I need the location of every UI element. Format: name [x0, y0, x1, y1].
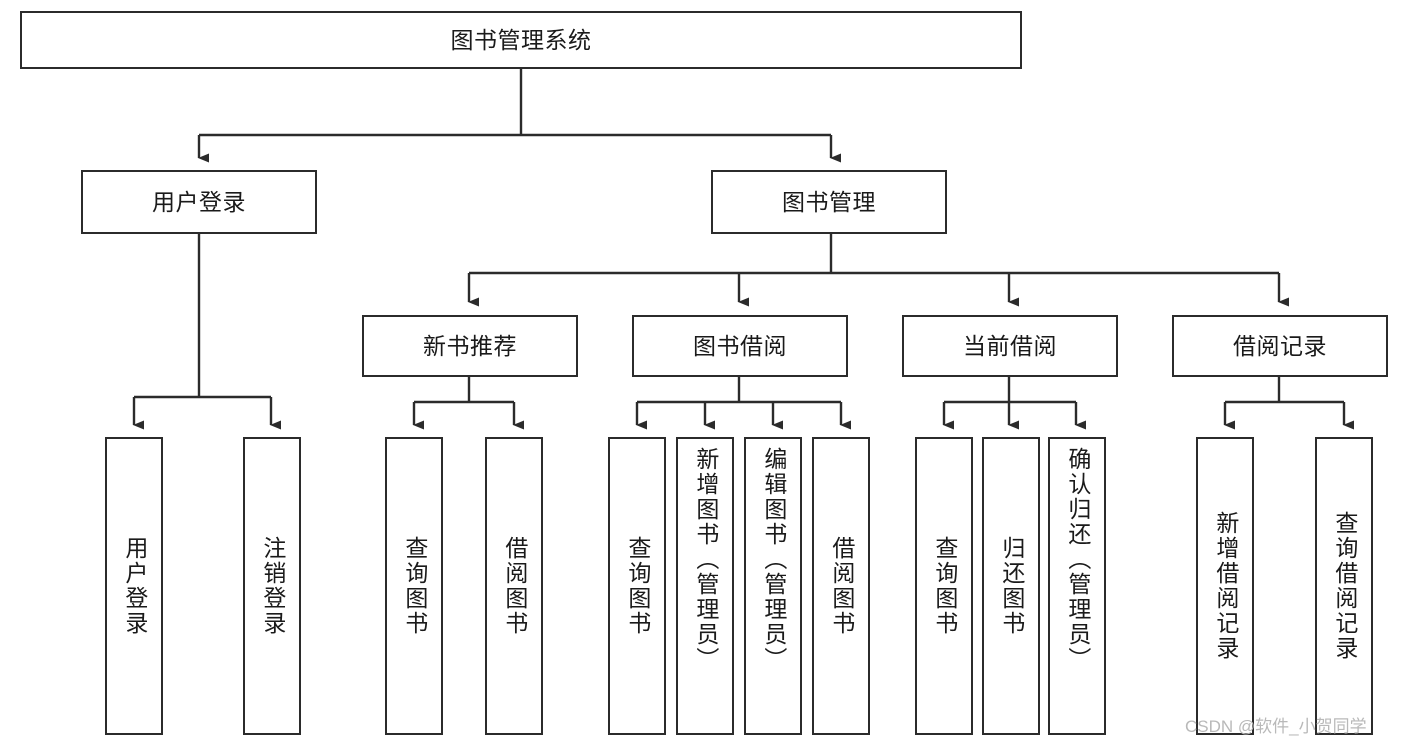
node-borrow-record[interactable]: 借阅记录 [1172, 315, 1388, 377]
node-book-management[interactable]: 图书管理 [711, 170, 947, 234]
node-label: 注销登录 [259, 536, 286, 636]
node-label: 借阅记录 [1233, 332, 1327, 359]
node-label: 确认归还（管理员） [1064, 447, 1091, 672]
node-label: 图书管理系统 [450, 26, 592, 53]
node-leaf-book-borrow-borrow[interactable]: 借阅图书 [812, 437, 870, 735]
node-current-borrow[interactable]: 当前借阅 [902, 315, 1118, 377]
node-leaf-new-book-borrow[interactable]: 借阅图书 [485, 437, 543, 735]
node-leaf-user-login-signin[interactable]: 用户登录 [105, 437, 163, 735]
node-label: 新增图书（管理员） [692, 447, 719, 672]
node-leaf-current-borrow-query[interactable]: 查询图书 [915, 437, 973, 735]
node-label: 用户登录 [121, 536, 148, 636]
node-user-login[interactable]: 用户登录 [81, 170, 317, 234]
node-label: 查询图书 [624, 536, 651, 636]
node-leaf-current-borrow-return[interactable]: 归还图书 [982, 437, 1040, 735]
node-leaf-book-borrow-edit-admin[interactable]: 编辑图书（管理员） [744, 437, 802, 735]
node-label: 查询借阅记录 [1331, 511, 1358, 661]
node-leaf-new-book-query[interactable]: 查询图书 [385, 437, 443, 735]
node-label: 归还图书 [998, 536, 1025, 636]
node-leaf-book-borrow-query[interactable]: 查询图书 [608, 437, 666, 735]
node-label: 借阅图书 [828, 536, 855, 636]
node-label: 新书推荐 [423, 332, 517, 359]
node-label: 用户登录 [152, 188, 246, 215]
node-book-borrow[interactable]: 图书借阅 [632, 315, 848, 377]
csdn-watermark: CSDN @软件_小贺同学 [1185, 717, 1367, 736]
node-root-book-management-system[interactable]: 图书管理系统 [20, 11, 1022, 69]
node-leaf-borrow-record-query[interactable]: 查询借阅记录 [1315, 437, 1373, 735]
node-label: 借阅图书 [501, 536, 528, 636]
node-label: 编辑图书（管理员） [760, 447, 787, 672]
node-leaf-borrow-record-add[interactable]: 新增借阅记录 [1196, 437, 1254, 735]
node-leaf-book-borrow-add-admin[interactable]: 新增图书（管理员） [676, 437, 734, 735]
node-leaf-user-login-signout[interactable]: 注销登录 [243, 437, 301, 735]
node-label: 当前借阅 [963, 332, 1057, 359]
node-label: 查询图书 [931, 536, 958, 636]
node-label: 查询图书 [401, 536, 428, 636]
node-leaf-current-borrow-confirm-admin[interactable]: 确认归还（管理员） [1048, 437, 1106, 735]
node-label: 图书管理 [782, 188, 876, 215]
node-label: 图书借阅 [693, 332, 787, 359]
node-label: 新增借阅记录 [1212, 511, 1239, 661]
node-new-book-recommend[interactable]: 新书推荐 [362, 315, 578, 377]
